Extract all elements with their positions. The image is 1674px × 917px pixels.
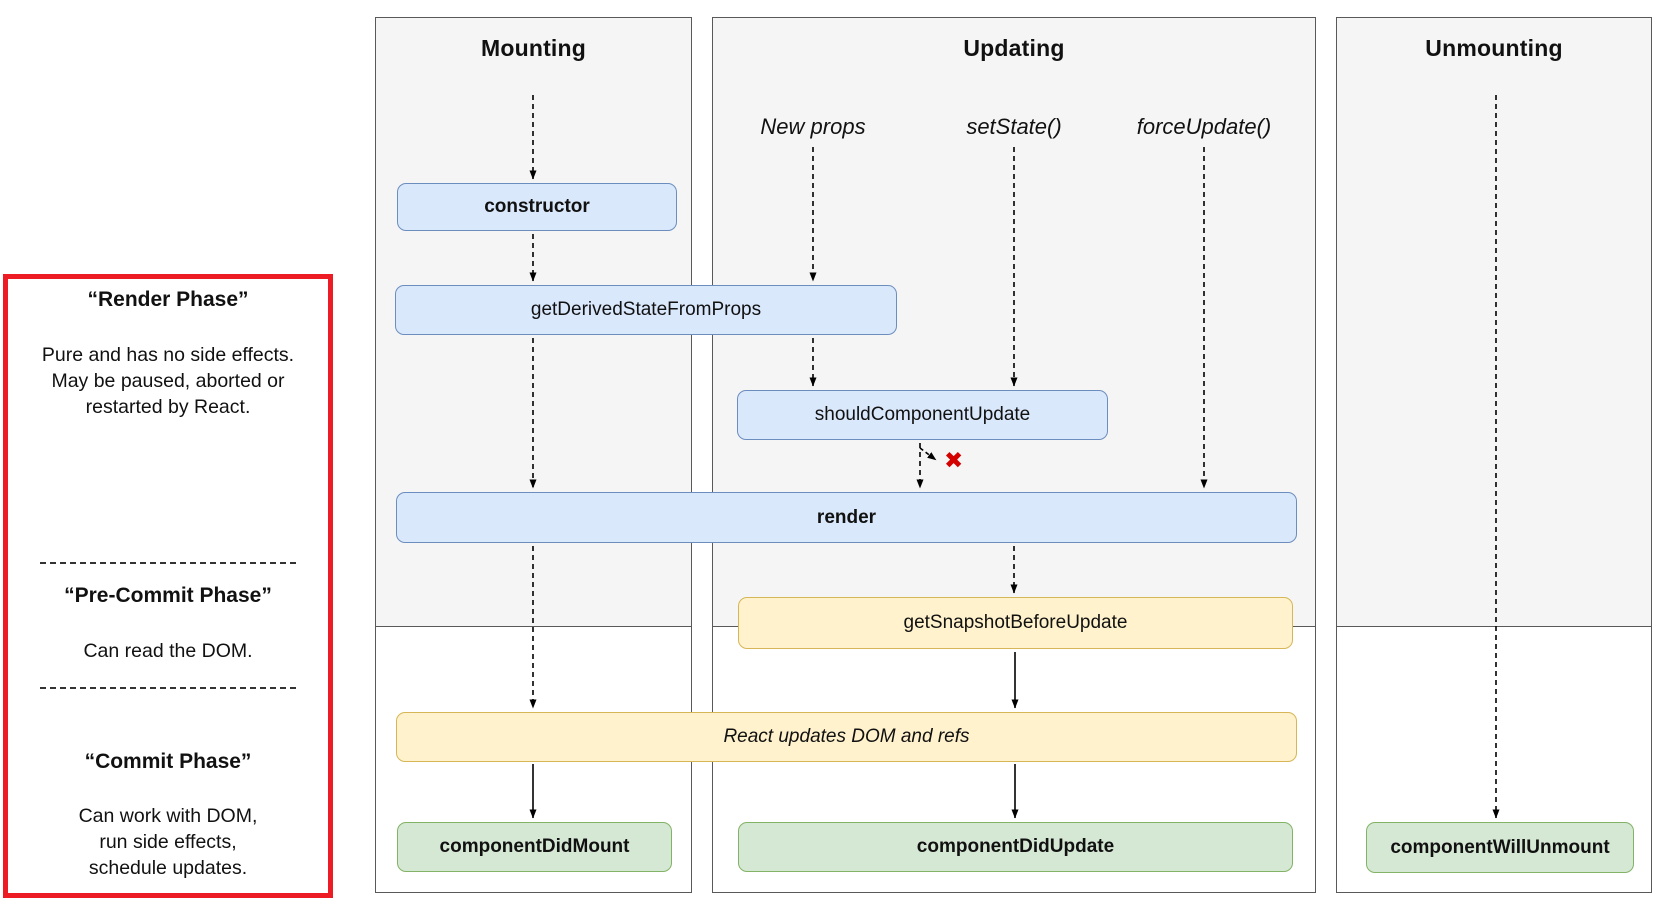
node-getderivedstatefromprops: getDerivedStateFromProps (395, 285, 897, 335)
trigger-new-props-label: New props (760, 114, 866, 139)
node-componentwillunmount: componentWillUnmount (1366, 822, 1634, 873)
pre-commit-phase-description: Can read the DOM. (83, 640, 253, 662)
node-constructor: constructor (397, 183, 677, 231)
trigger-forceupdate-label: forceUpdate() (1136, 114, 1272, 139)
trigger-setstate-label: setState() (966, 114, 1062, 139)
node-getsnapshotbeforeupdate: getSnapshotBeforeUpdate (738, 597, 1293, 649)
render-phase-title: “Render Phase” (87, 288, 249, 311)
phase-divider (40, 687, 296, 689)
node-componentdidmount: componentDidMount (397, 822, 672, 872)
cancel-x-mark: ✖ (944, 447, 964, 473)
node-react-updates-dom: React updates DOM and refs (396, 712, 1297, 762)
mounting-column-title: Mounting (480, 35, 587, 61)
phase-divider (40, 562, 296, 564)
commit-phase-description: Can work with DOM, run side effects, sch… (78, 805, 258, 879)
node-shouldcomponentupdate: shouldComponentUpdate (737, 390, 1108, 440)
phase-legend-panel (3, 274, 333, 898)
unmounting-column-panel (1336, 17, 1652, 893)
unmounting-render-phase-area (1337, 18, 1651, 627)
unmounting-column-title: Unmounting (1425, 35, 1563, 61)
commit-phase-title: “Commit Phase” (84, 750, 252, 773)
node-componentdidupdate: componentDidUpdate (738, 822, 1293, 872)
node-render: render (396, 492, 1297, 543)
render-phase-description: Pure and has no side effects. May be pau… (41, 344, 295, 418)
pre-commit-phase-title: “Pre-Commit Phase” (64, 584, 272, 607)
updating-column-title: Updating (963, 35, 1065, 61)
